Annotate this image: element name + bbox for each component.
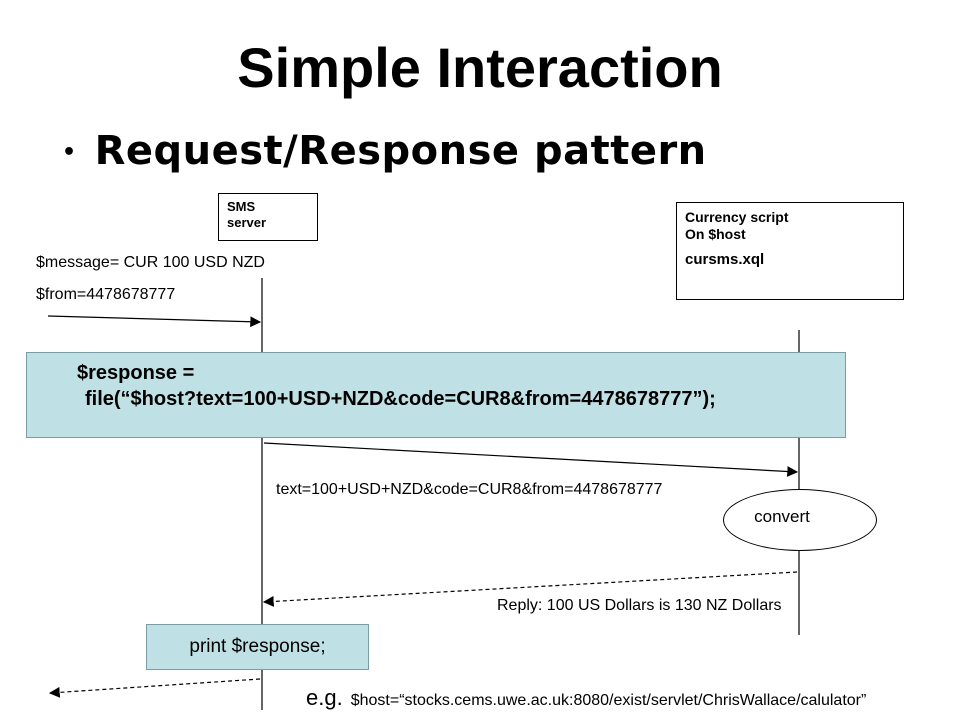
bullet-dot-icon: •: [62, 140, 77, 165]
print-response-box: print $response;: [146, 624, 369, 670]
sms-server-label-line1: SMS: [227, 199, 256, 214]
request-arrow: [263, 442, 799, 477]
response-code-line2: file(“$host?text=100+USD+NZD&code=CUR8&f…: [85, 388, 716, 410]
currency-script-filename: cursms.xql: [685, 251, 765, 268]
outgoing-response-arrow: [48, 678, 261, 698]
sms-server-box: SMS server: [218, 193, 318, 241]
reply-arrow: [262, 571, 798, 607]
query-string-label: text=100+USD+NZD&code=CUR8&from=44786787…: [276, 481, 663, 498]
currency-script-line1: Currency script: [685, 209, 789, 225]
example-host-text: $host=“stocks.cems.uwe.ac.uk:8080/exist/…: [350, 692, 867, 709]
incoming-message-arrow: [47, 315, 262, 328]
currency-script-line2: On $host: [685, 226, 746, 242]
sms-server-label-line2: server: [227, 215, 267, 230]
bullet-point: • Request/Response pattern: [62, 125, 707, 179]
bullet-text: Request/Response pattern: [94, 128, 707, 174]
reply-label: Reply: 100 US Dollars is 130 NZ Dollars: [497, 597, 782, 614]
response-code-line1: $response =: [77, 362, 195, 384]
example-prefix: e.g.: [306, 685, 343, 710]
print-response-label: print $response;: [189, 636, 326, 657]
example-host-note: e.g. $host=“stocks.cems.uwe.ac.uk:8080/ex…: [306, 685, 866, 714]
slide-title: Simple Interaction: [237, 36, 723, 99]
convert-label: convert: [754, 507, 810, 526]
currency-script-box: Currency script On $host cursms.xql: [676, 202, 904, 300]
message-label: $message= CUR 100 USD NZD: [36, 254, 265, 271]
convert-process-oval: convert: [723, 489, 877, 551]
from-label: $from=4478678777: [36, 286, 176, 303]
response-code-box: $response = file(“$host?text=100+USD+NZD…: [26, 352, 846, 438]
